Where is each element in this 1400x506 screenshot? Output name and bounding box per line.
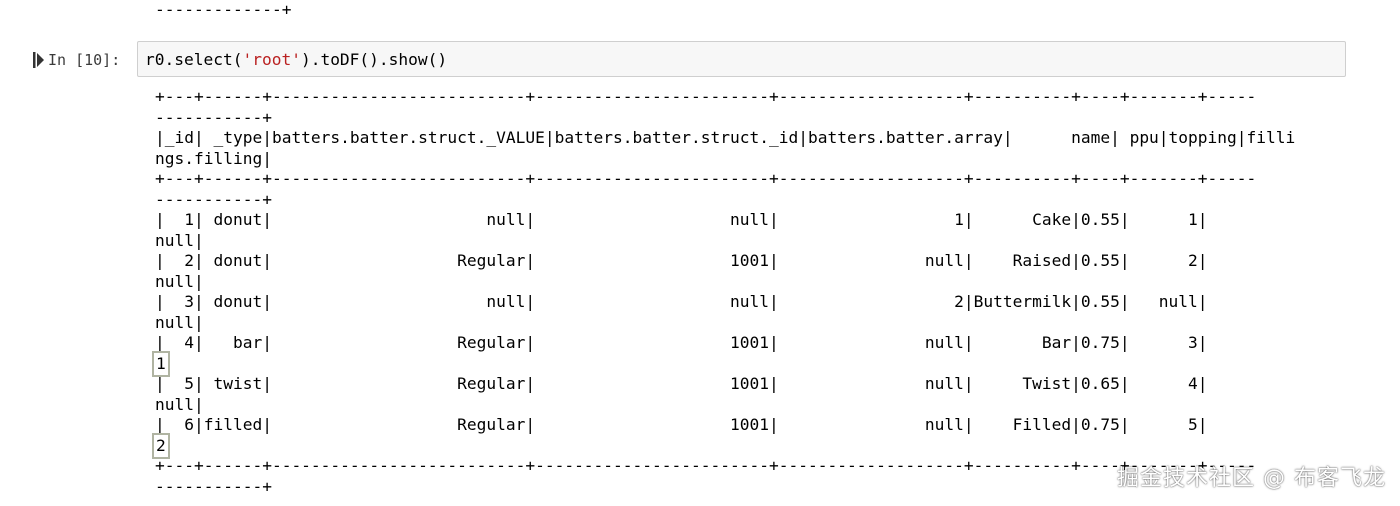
code-line[interactable]: r0.select('root').toDF().show()	[145, 50, 447, 71]
code-cell[interactable]: In [10]: r0.select('root').toDF().show()	[30, 41, 1348, 81]
table-row: | 5| twist| Regular| 1001| null| Twist|0…	[155, 374, 1208, 393]
code-string-literal: 'root'	[242, 50, 301, 69]
code-call-chain: ).toDF().show()	[300, 50, 448, 69]
table-row-wrap: null|	[155, 230, 204, 250]
table-row-wrap: null|	[155, 312, 204, 332]
input-prompt: In [10]:	[48, 51, 121, 69]
table-row-wrap: null|	[155, 394, 204, 414]
table-header-separator: +---+------+--------------------------+-…	[155, 169, 1257, 188]
code-call-select: .select(	[164, 50, 243, 69]
table-border-bottom-wrap: -----------+	[155, 476, 272, 496]
code-variable: r0	[145, 50, 165, 69]
highlight-marker-2: 2	[152, 432, 170, 459]
table-border-top-wrap: -----------+	[155, 107, 272, 127]
previous-output-tail: -------------+	[155, 0, 292, 19]
table-border-top: +---+------+--------------------------+-…	[155, 87, 1257, 106]
table-row: | 6|filled| Regular| 1001| null| Filled|…	[155, 415, 1208, 434]
table-header-row-wrap: ngs.filling|	[155, 148, 272, 168]
run-cell-icon[interactable]	[33, 52, 45, 68]
table-row: | 1| donut| null| null| 1| Cake|0.55| 1|	[155, 210, 1208, 229]
code-input-area[interactable]: r0.select('root').toDF().show()	[137, 41, 1346, 77]
table-row: | 2| donut| Regular| 1001| null| Raised|…	[155, 251, 1208, 270]
table-header-separator-wrap: -----------+	[155, 189, 272, 209]
table-border-bottom: +---+------+--------------------------+-…	[155, 456, 1257, 475]
table-row-wrap: null|	[155, 271, 204, 291]
table-row: | 4| bar| Regular| 1001| null| Bar|0.75|…	[155, 333, 1208, 352]
cell-output: +---+------+--------------------------+-…	[152, 87, 1296, 497]
highlight-marker-1: 1	[152, 350, 170, 377]
table-row: | 3| donut| null| null| 2|Buttermilk|0.5…	[155, 292, 1208, 311]
watermark-text: 掘金技术社区 @ 布客飞龙	[1117, 466, 1386, 491]
table-header-row: |_id| _type|batters.batter.struct._VALUE…	[155, 128, 1296, 147]
